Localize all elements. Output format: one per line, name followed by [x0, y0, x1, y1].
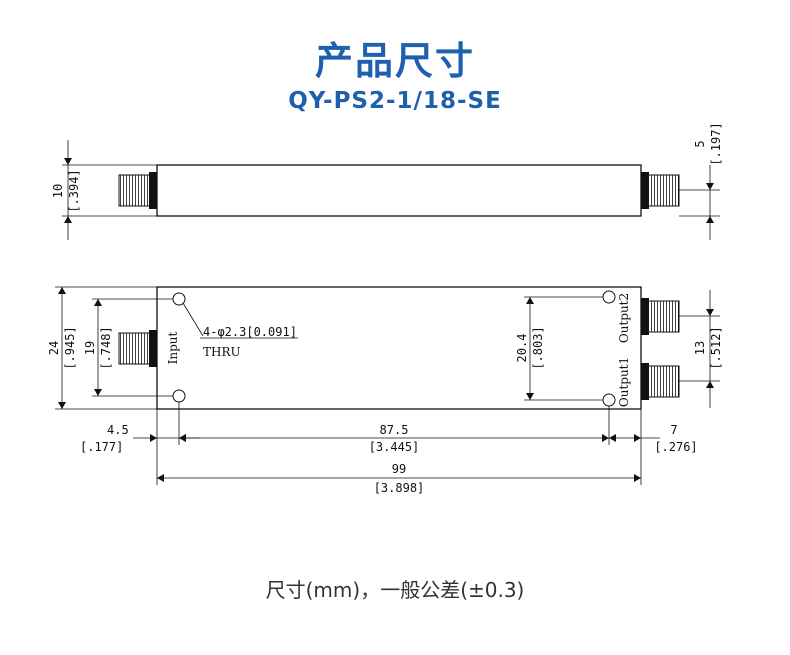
- top-height-mm: 10: [51, 184, 65, 198]
- front-height-mm: 24: [47, 341, 61, 355]
- top-view-body: [156, 164, 642, 217]
- output2-label: Output2: [617, 293, 631, 343]
- output-pitch-in: [.512]: [709, 326, 723, 369]
- horizontal-dimensions: 4.5 [.177] 87.5 [3.445] 7 [.276] 99 [3.8…: [80, 402, 698, 495]
- output1-label: Output1: [617, 357, 631, 407]
- top-offset-in: [.197]: [709, 122, 723, 165]
- total-length-in: [3.898]: [374, 481, 425, 495]
- top-offset-mm: 5: [693, 140, 707, 147]
- front-height-in: [.945]: [63, 326, 77, 369]
- front-view-body: [156, 286, 642, 410]
- front-view: Input Output2 Output1 4-φ2.3[0.091] THRU…: [47, 286, 723, 410]
- left-offset-mm: 4.5: [107, 423, 129, 437]
- hole-note: 4-φ2.3[0.091]: [203, 325, 297, 339]
- right-pitch-in: [.803]: [531, 326, 545, 369]
- left-offset-in: [.177]: [80, 440, 123, 454]
- hole-note-thru: THRU: [203, 345, 241, 359]
- input-label: Input: [166, 331, 180, 364]
- right-offset-in: [.276]: [654, 440, 697, 454]
- top-view: 10 [.394] 5 [.197]: [51, 122, 723, 240]
- model-number: QY-PS2-1/18-SE: [288, 88, 502, 114]
- output-pitch-mm: 13: [693, 341, 707, 355]
- mounting-hole-bottom-right: [602, 393, 616, 407]
- right-offset-mm: 7: [670, 423, 677, 437]
- total-length-mm: 99: [392, 462, 406, 476]
- right-pitch-mm: 20.4: [515, 334, 529, 363]
- left-pitch-in: [.748]: [99, 326, 113, 369]
- tolerance-note: 尺寸(mm)，一般公差(±0.3): [265, 578, 525, 602]
- left-pitch-mm: 19: [83, 341, 97, 355]
- hole-span-mm: 87.5: [380, 423, 409, 437]
- mounting-hole-bottom-left: [172, 389, 186, 403]
- page-title: 产品尺寸: [314, 39, 475, 83]
- mounting-hole-top-right: [602, 290, 616, 304]
- top-height-in: [.394]: [67, 169, 81, 212]
- hole-span-in: [3.445]: [369, 440, 420, 454]
